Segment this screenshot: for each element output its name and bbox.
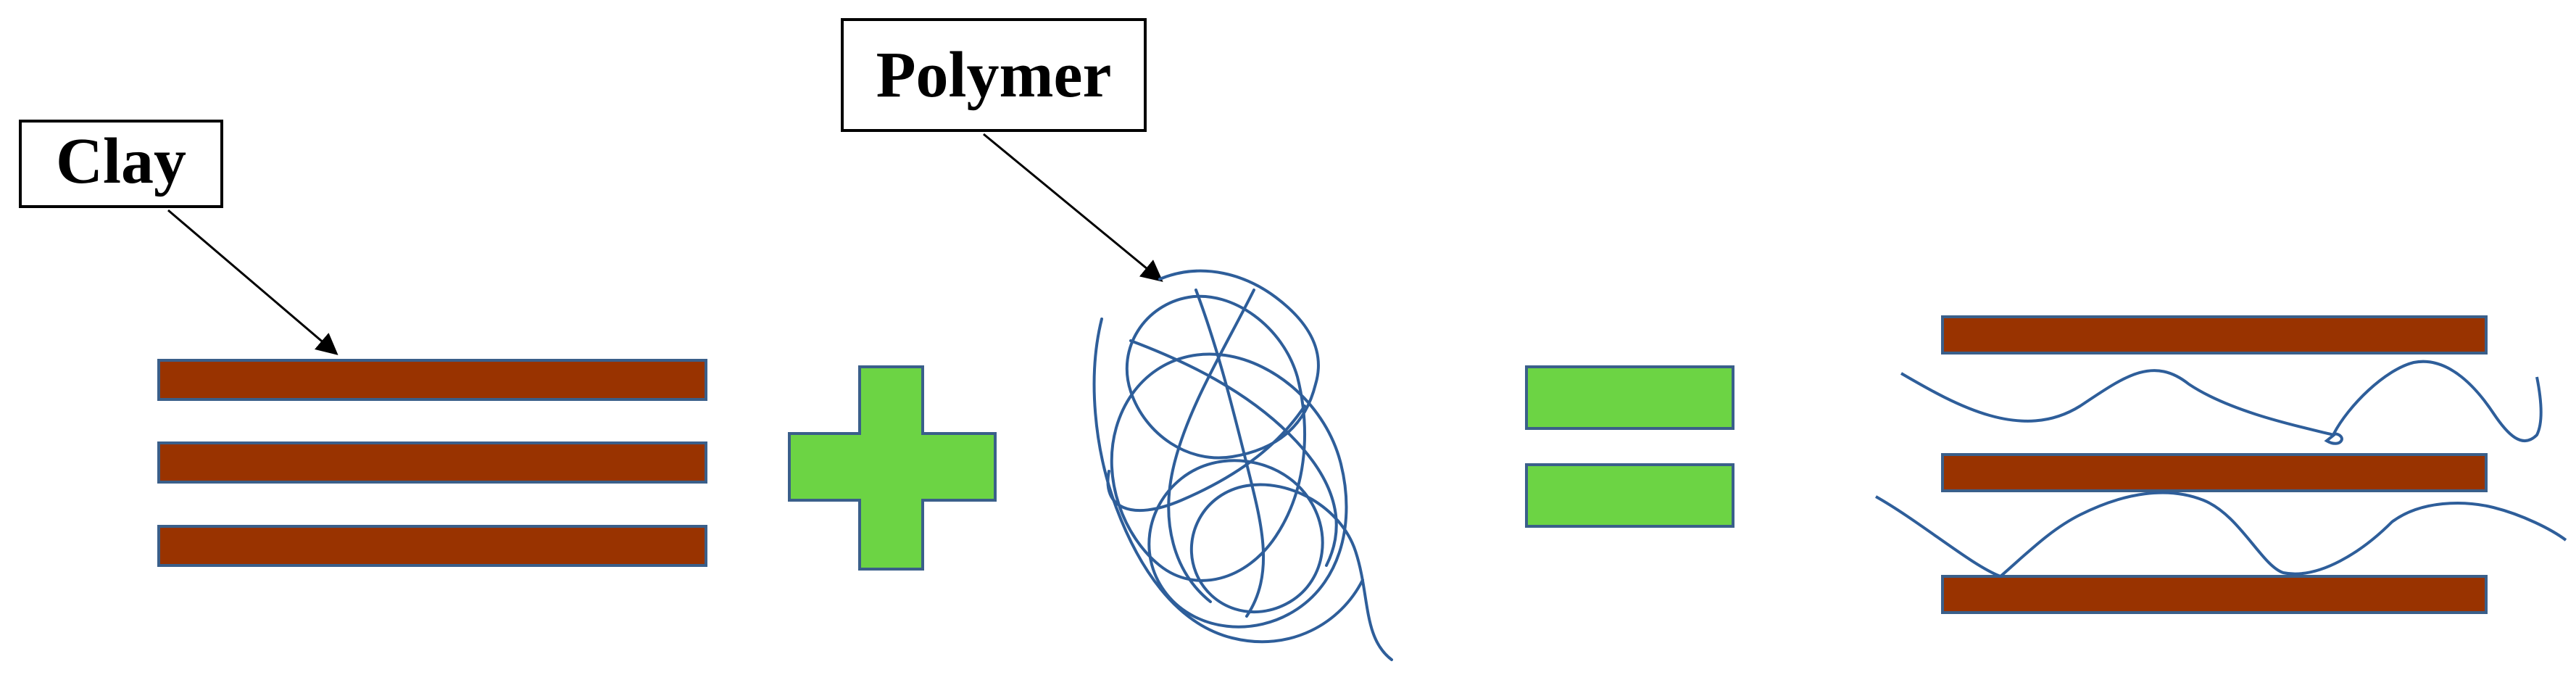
equals-bottom-bar (1525, 463, 1734, 528)
intercalated-polymer-chain (1875, 491, 2567, 579)
equals-icon (1525, 365, 1734, 528)
equals-top-bar (1525, 365, 1734, 430)
clay-label-text: Clay (56, 125, 186, 197)
clay-layers (157, 359, 707, 567)
clay-layer (157, 359, 707, 401)
clay-label-box (19, 120, 223, 208)
polymer-coil-icon (1092, 269, 1393, 661)
clay-arrow (167, 209, 338, 355)
clay-layer (157, 441, 707, 484)
clay-layer (157, 525, 707, 567)
intercalated-polymer-chain (1900, 360, 2543, 445)
composite-clay-layer (1941, 575, 2488, 614)
nanocomposite-result (1875, 315, 2567, 614)
composite-clay-layer (1941, 315, 2488, 354)
composite-clay-layer (1941, 453, 2488, 492)
polymer-label: Polymer (841, 18, 1147, 132)
clay-label: Clay (19, 120, 223, 208)
polymer-arrow (983, 133, 1163, 282)
plus-icon (788, 365, 997, 571)
polymer-label-text: Polymer (876, 39, 1112, 111)
polymer-label-box (841, 18, 1147, 132)
